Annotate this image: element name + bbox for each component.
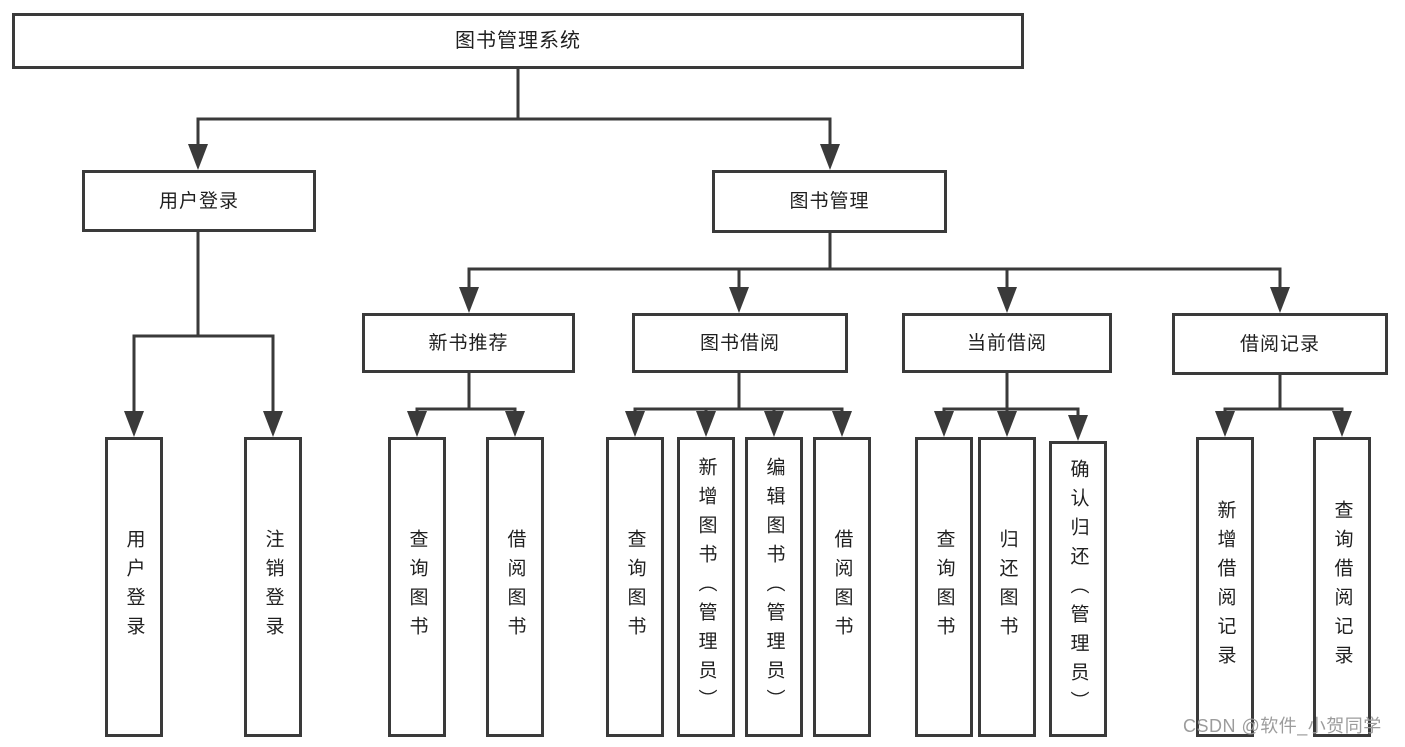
leaf-borrow-book-rec-label: 借阅图书 bbox=[504, 529, 526, 645]
node-book-borrow: 图书借阅 bbox=[632, 313, 848, 373]
leaf-add-book-admin-label: 新增图书（管理员） bbox=[695, 456, 717, 718]
leaf-query-borrow-record-label: 查询借阅记录 bbox=[1331, 500, 1353, 674]
connector-new-book-branch bbox=[407, 373, 525, 437]
leaf-return-book: 归还图书 bbox=[978, 437, 1036, 737]
leaf-query-book-current-label: 查询图书 bbox=[933, 529, 955, 645]
connector-user-login-branch bbox=[124, 232, 283, 437]
connector-book-mgmt-branch bbox=[459, 233, 1290, 313]
csdn-watermark: CSDN @软件_小贺同学 bbox=[1183, 716, 1382, 736]
leaf-query-book-borrow: 查询图书 bbox=[606, 437, 664, 737]
node-book-mgmt-label: 图书管理 bbox=[789, 191, 870, 212]
leaf-add-book-admin: 新增图书（管理员） bbox=[677, 437, 735, 737]
leaf-confirm-return-admin: 确认归还（管理员） bbox=[1049, 441, 1107, 737]
leaf-user-login: 用户登录 bbox=[105, 437, 163, 737]
leaf-query-borrow-record: 查询借阅记录 bbox=[1313, 437, 1371, 737]
leaf-borrow-book-borrow-label: 借阅图书 bbox=[831, 529, 853, 645]
node-book-borrow-label: 图书借阅 bbox=[699, 332, 780, 354]
node-root: 图书管理系统 bbox=[12, 13, 1024, 69]
leaf-user-login-label: 用户登录 bbox=[123, 529, 145, 645]
leaf-add-borrow-record: 新增借阅记录 bbox=[1196, 437, 1254, 737]
leaf-borrow-book-rec: 借阅图书 bbox=[486, 437, 544, 737]
node-current-borrow: 当前借阅 bbox=[902, 313, 1112, 373]
leaf-borrow-book-borrow: 借阅图书 bbox=[813, 437, 871, 737]
node-user-login-label: 用户登录 bbox=[158, 190, 239, 212]
leaf-confirm-return-admin-label: 确认归还（管理员） bbox=[1067, 458, 1089, 720]
node-book-mgmt: 图书管理 bbox=[712, 170, 947, 233]
node-user-login: 用户登录 bbox=[82, 170, 316, 232]
connector-root-to-level2 bbox=[188, 69, 840, 170]
leaf-return-book-label: 归还图书 bbox=[996, 529, 1018, 645]
node-root-label: 图书管理系统 bbox=[455, 30, 581, 52]
node-new-book-rec-label: 新书推荐 bbox=[428, 332, 509, 354]
leaf-query-book-borrow-label: 查询图书 bbox=[624, 529, 646, 645]
leaf-edit-book-admin-label: 编辑图书（管理员） bbox=[763, 456, 785, 718]
leaf-logout-label: 注销登录 bbox=[262, 529, 284, 645]
node-borrow-records-label: 借阅记录 bbox=[1239, 333, 1320, 355]
node-borrow-records: 借阅记录 bbox=[1172, 313, 1388, 375]
connector-borrow-records-branch bbox=[1215, 373, 1352, 437]
leaf-edit-book-admin: 编辑图书（管理员） bbox=[745, 437, 803, 737]
leaf-query-book-current: 查询图书 bbox=[915, 437, 973, 737]
node-new-book-rec: 新书推荐 bbox=[362, 313, 575, 373]
leaf-query-book-rec: 查询图书 bbox=[388, 437, 446, 737]
leaf-logout: 注销登录 bbox=[244, 437, 302, 737]
connector-book-borrow-branch bbox=[625, 373, 852, 437]
leaf-query-book-rec-label: 查询图书 bbox=[406, 529, 428, 645]
connector-current-borrow-branch bbox=[934, 373, 1088, 441]
node-current-borrow-label: 当前借阅 bbox=[966, 332, 1047, 354]
leaf-add-borrow-record-label: 新增借阅记录 bbox=[1214, 500, 1236, 674]
